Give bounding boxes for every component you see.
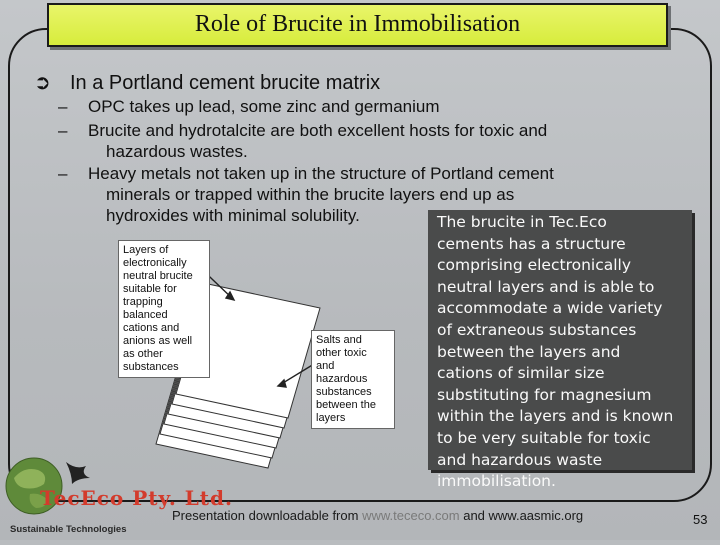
sub-bullet-text: hydroxides with minimal solubility. <box>106 206 360 225</box>
callout-text: The brucite in Tec.Eco cements has a str… <box>437 212 692 493</box>
callout-box <box>428 210 692 470</box>
callout-line: within the layers and is known <box>437 407 674 426</box>
arrow-head-icon <box>224 290 236 302</box>
footer-link[interactable]: www.tececo.com <box>362 508 460 523</box>
slide-title: Role of Brucite in Immobilisation <box>194 11 521 37</box>
callout-line: neutral layers and is able to <box>437 277 655 296</box>
arrow-head-icon <box>276 378 287 388</box>
label-line: neutral brucite <box>123 270 193 282</box>
callout-line: to be very suitable for toxic <box>437 428 651 447</box>
label-line: other toxic <box>316 347 367 359</box>
callout-line: and hazardous waste <box>437 450 603 469</box>
label-line: cations and <box>123 322 180 334</box>
label-line: electronically <box>123 257 187 269</box>
callout-line: immobilisation. <box>437 472 556 491</box>
label-line: and <box>316 360 335 372</box>
sub-bullet-1: – OPC takes up lead, some zinc and german… <box>58 96 440 118</box>
label-salts: Salts and other toxic and hazardous subs… <box>311 330 395 429</box>
globe-icon <box>5 457 90 515</box>
brucite-layer-diagram: Layers of electronically neutral brucite… <box>118 236 398 491</box>
label-layers: Layers of electronically neutral brucite… <box>118 240 210 378</box>
callout-line: comprising electronically <box>437 256 632 275</box>
logo-tagline: Sustainable Technologies <box>10 524 127 535</box>
footer-prefix: Presentation downloadable from <box>172 508 363 523</box>
callout-line: of extraneous substances <box>437 320 637 339</box>
sub-bullet-3-cont-1: minerals or trapped within the brucite l… <box>106 184 514 206</box>
label-line: as other <box>123 348 163 360</box>
dash-bullet: – <box>58 97 68 116</box>
layer-stack-graphic <box>155 257 321 469</box>
callout-line: cations of similar size <box>437 364 605 383</box>
label-line: substances <box>316 386 372 398</box>
main-bullet: ➲ In a Portland cement brucite matrix <box>34 70 380 95</box>
tececo-logo <box>0 456 200 540</box>
sub-bullet-text: Brucite and hydrotalcite are both excell… <box>88 121 548 140</box>
title-box: Role of Brucite in Immobilisation <box>47 3 668 47</box>
logo-wordmark: TecEco Pty. Ltd. <box>40 486 233 510</box>
label-line: balanced <box>123 309 168 321</box>
label-line: Salts and <box>316 334 362 346</box>
label-line: Layers of <box>123 244 169 256</box>
sub-bullet-text: Heavy metals not taken up in the structu… <box>88 164 554 183</box>
sub-bullet-2: – Brucite and hydrotalcite are both excel… <box>58 120 548 142</box>
bird-icon <box>66 462 90 484</box>
label-line: layers <box>316 412 346 424</box>
page-number: 53 <box>693 512 708 527</box>
sub-bullet-text: minerals or trapped within the brucite l… <box>106 185 515 204</box>
callout-line: The brucite in Tec.Eco <box>437 213 607 231</box>
label-line: substances <box>123 361 179 373</box>
sub-bullet-3-cont-2: hydroxides with minimal solubility. <box>106 205 360 227</box>
footer-suffix: and www.aasmic.org <box>459 508 584 523</box>
label-line: hazardous <box>316 373 368 385</box>
sub-bullet-3: – Heavy metals not taken up in the struct… <box>58 163 554 185</box>
callout-line: substituting for magnesium <box>437 385 652 404</box>
callout-line: accommodate a wide variety <box>437 299 663 318</box>
dash-bullet: – <box>58 164 68 183</box>
label-line: trapping <box>123 296 163 308</box>
label-line: between the <box>316 399 376 411</box>
sub-bullet-text: hazardous wastes. <box>106 142 248 161</box>
sub-bullet-text: OPC takes up lead, some zinc and germani… <box>88 97 440 116</box>
callout-line: between the layers and <box>437 342 621 361</box>
main-bullet-text: In a Portland cement brucite matrix <box>70 72 381 94</box>
sub-bullet-2-cont: hazardous wastes. <box>106 141 248 163</box>
arrow-bullet-icon: ➲ <box>34 72 51 94</box>
label-line: anions as well <box>123 335 193 347</box>
label-line: suitable for <box>123 283 177 295</box>
dash-bullet: – <box>58 121 68 140</box>
footer-text: Presentation downloadable from www.tecec… <box>172 508 583 523</box>
logo-word: TecEco Pty. Ltd. <box>40 486 233 510</box>
callout-line: cements has a structure <box>437 234 626 253</box>
